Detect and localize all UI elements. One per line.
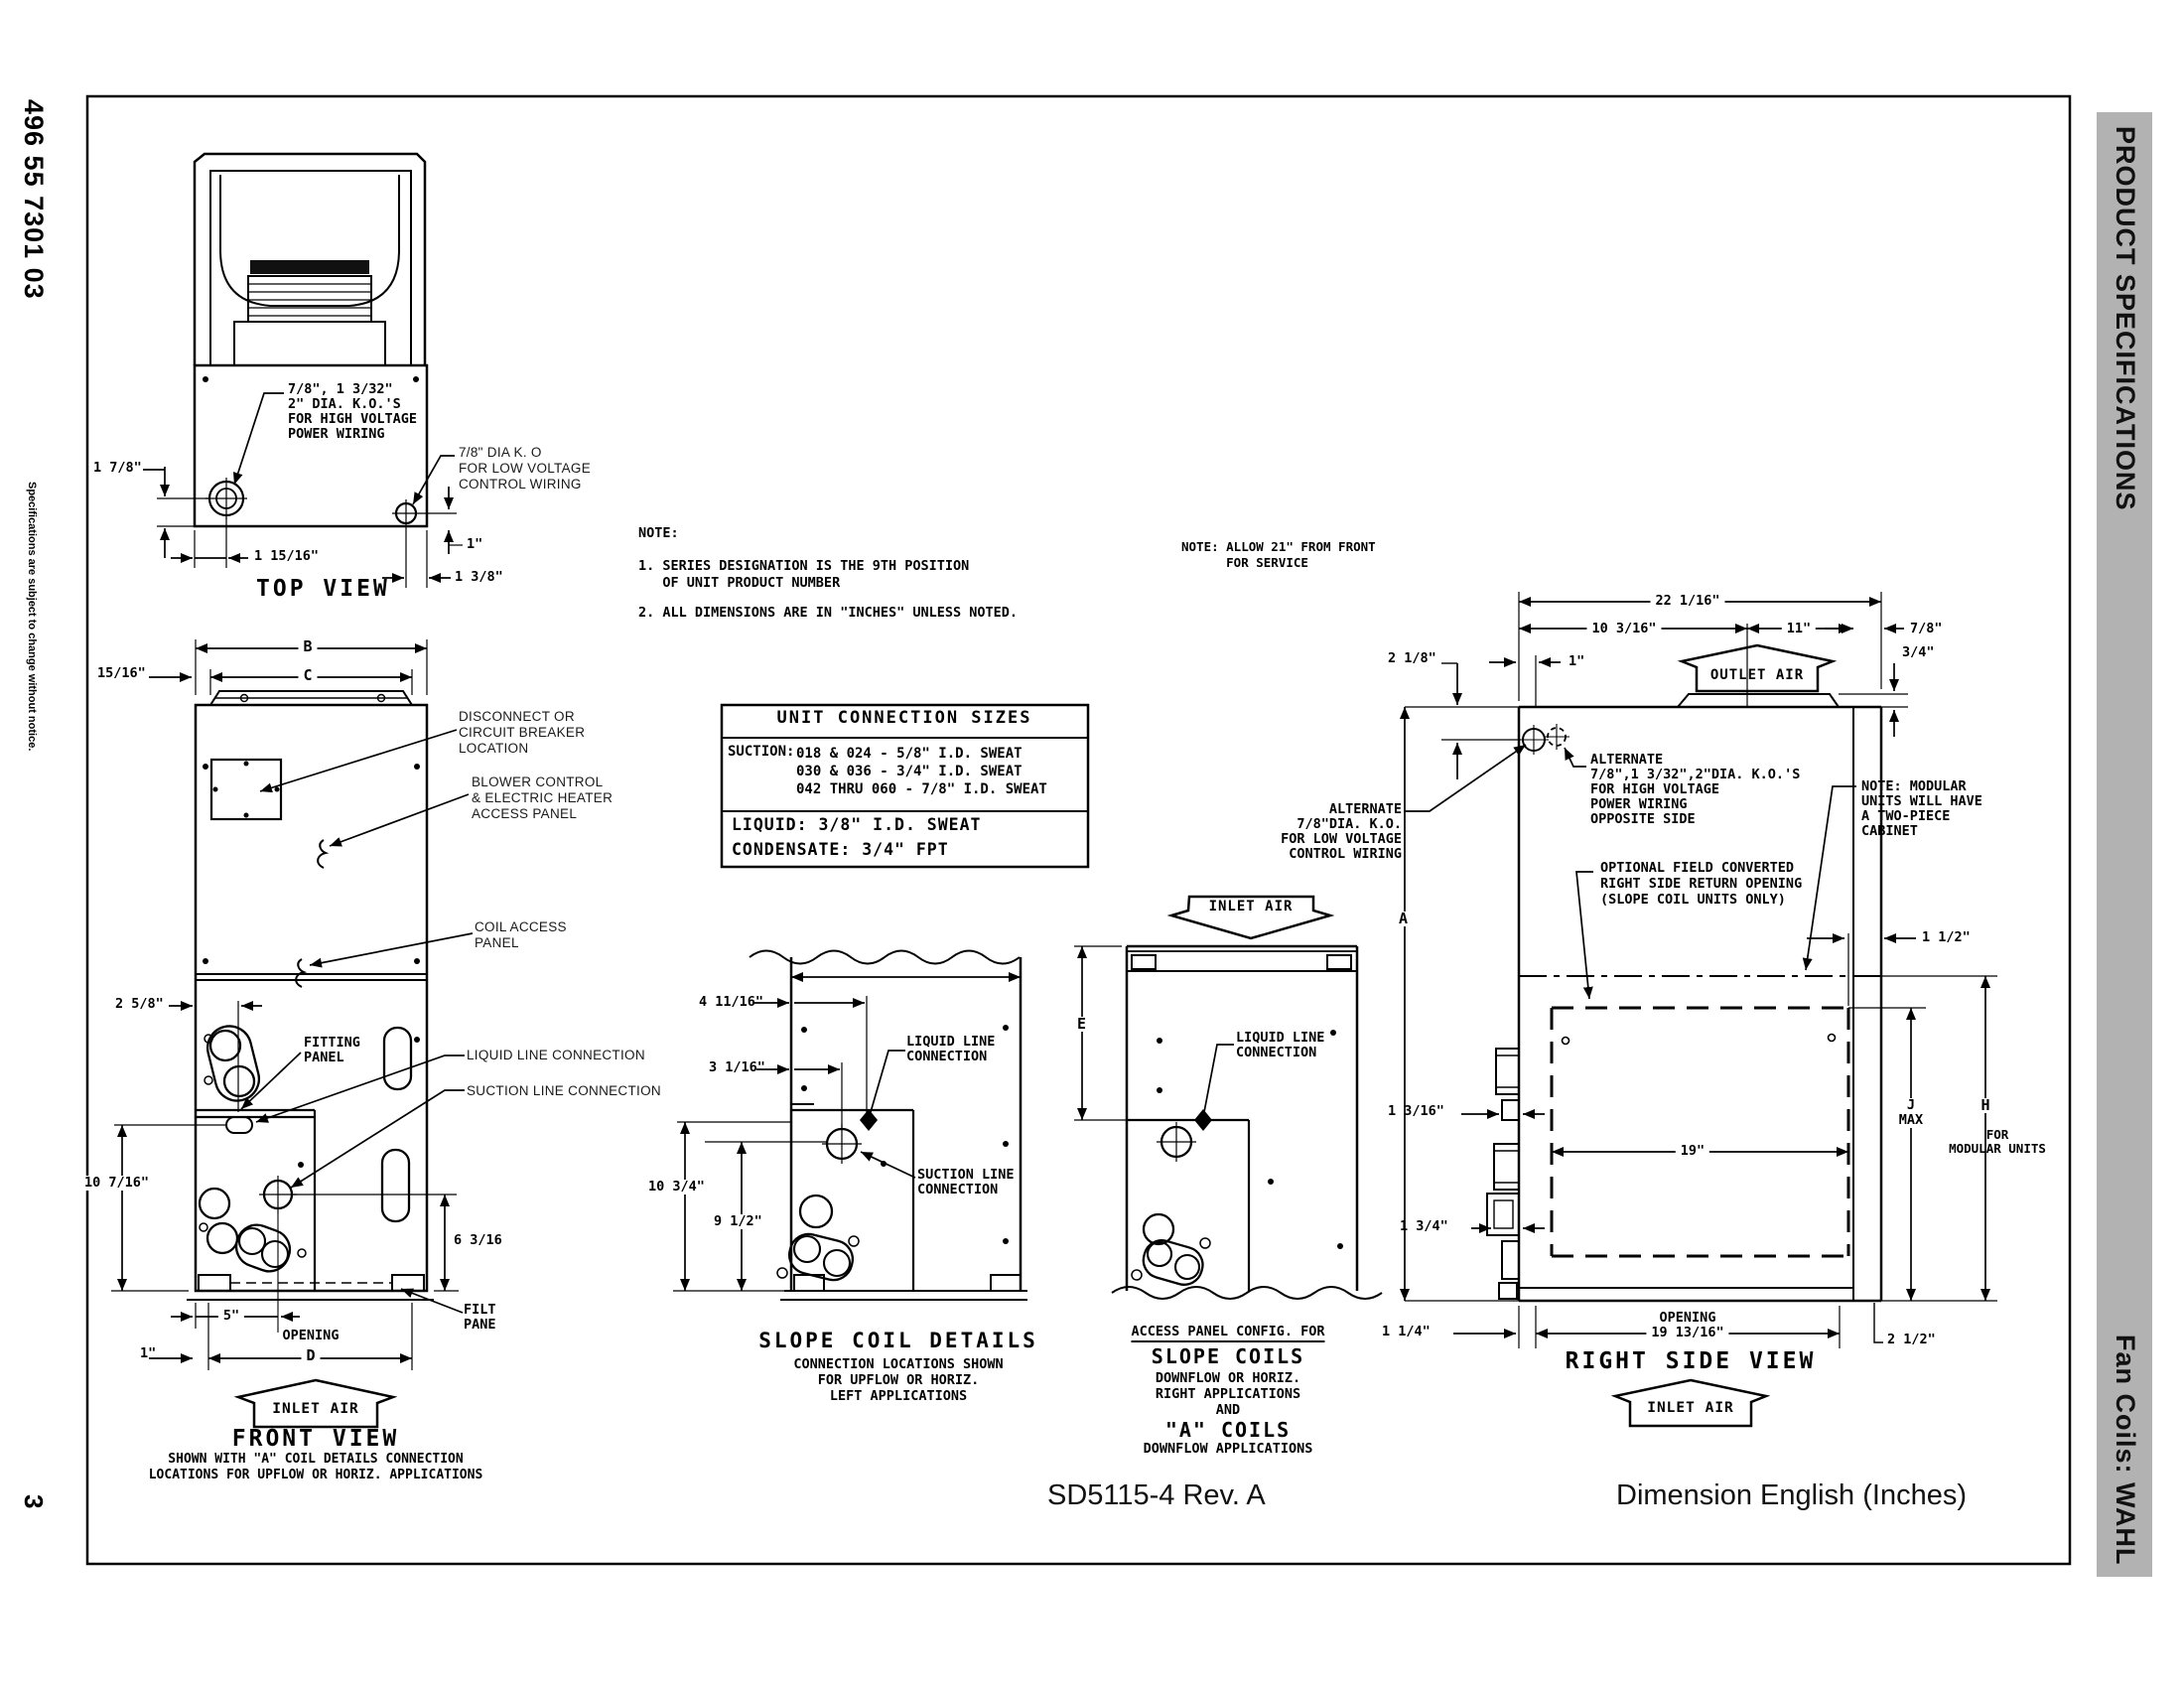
connection-table-box [720, 703, 1090, 869]
top-view-lv-knockout-label: 7/8" DIA K. O FOR LOW VOLTAGE CONTROL WI… [459, 445, 592, 492]
right-view-outlet-air: OUTLET AIR [1709, 667, 1805, 683]
right-view-return-note: OPTIONAL FIELD CONVERTED RIGHT SIDE RETU… [1600, 860, 1803, 908]
slope-view-liquid-label: LIQUID LINE CONNECTION [906, 1034, 996, 1064]
top-view-dim-1: 1" [467, 536, 483, 552]
front-view-disconnect-label: DISCONNECT OR CIRCUIT BREAKER LOCATION [459, 709, 586, 756]
top-view-linework [193, 152, 429, 528]
right-view-dim-10-3-16: 10 3/16" [1586, 622, 1662, 636]
right-sidebar: PRODUCT SPECIFICATIONS Fan Coils: WAHL [2097, 112, 2152, 1577]
right-view-dim-22-1-16: 22 1/16" [1650, 594, 1725, 609]
front-view-linework [187, 690, 434, 1429]
connection-liquid: LIQUID: 3/8" I.D. SWEAT [732, 815, 982, 834]
front-view-liquid-label: LIQUID LINE CONNECTION [467, 1048, 645, 1062]
drawing-border [85, 94, 2072, 1566]
access-view-linework [1111, 895, 1383, 1300]
slope-view-dim-4-11-16: 4 11/16" [699, 994, 764, 1010]
right-view-modular-note: NOTE: MODULAR UNITS WILL HAVE A TWO-PIEC… [1861, 778, 1982, 839]
access-view-caption-downflow-apps: DOWNFLOW APPLICATIONS [1143, 1441, 1313, 1457]
right-view-dim-1-1-4: 1 1/4" [1382, 1324, 1431, 1339]
front-view-dim-6-3-16: 6 3/16 [449, 1233, 507, 1248]
right-view-opening-dim: OPENING 19 13/16" [1646, 1311, 1729, 1340]
access-view-liquid-label: LIQUID LINE CONNECTION [1236, 1030, 1325, 1060]
right-view-inlet-air: INLET AIR [1647, 1400, 1734, 1416]
access-view-caption-and: AND [1215, 1402, 1241, 1418]
front-view-dim-5: 5" [217, 1309, 245, 1324]
slope-view-dimensions [673, 972, 1021, 1292]
right-view-title: RIGHT SIDE VIEW [1565, 1348, 1817, 1374]
margin-disclaimer: Specifications are subject to change wit… [26, 482, 38, 752]
access-view-dim-e: E [1072, 1017, 1092, 1032]
right-view-dim-1-1-2: 1 1/2" [1922, 929, 1971, 945]
right-view-dim-19: 19" [1675, 1144, 1710, 1159]
connection-condensate: CONDENSATE: 3/4" FPT [732, 840, 949, 859]
front-view-inlet-air: INLET AIR [272, 1401, 359, 1417]
right-view-dim-11: 11" [1781, 622, 1817, 636]
front-view-coil-access-label: COIL ACCESS PANEL [475, 919, 567, 950]
access-view-caption-a-coils: "A" COILS [1164, 1418, 1292, 1442]
right-view-dim-j-max: J MAX [1893, 1098, 1929, 1128]
right-view-dim-1: 1" [1569, 653, 1585, 669]
slope-view-dim-3-1-16: 3 1/16" [709, 1059, 765, 1075]
access-view-caption-heading: ACCESS PANEL CONFIG. FOR [1131, 1324, 1325, 1342]
page-number: 3 [19, 1494, 49, 1509]
access-view-caption-downflow: DOWNFLOW OR HORIZ. [1155, 1370, 1301, 1386]
right-view-dim-7-8: 7/8" [1910, 621, 1943, 636]
top-view-dim-1-15-16: 1 15/16" [254, 548, 320, 564]
footer-dimension-system: Dimension English (Inches) [1616, 1479, 1967, 1511]
front-view-title: FRONT VIEW [231, 1426, 400, 1452]
footer-doc-number: SD5115-4 Rev. A [1047, 1479, 1266, 1511]
front-view-dim-b: B [298, 639, 318, 654]
right-view-linework [1486, 643, 1883, 1428]
slope-view-linework [749, 949, 1027, 1301]
right-view-dim-a: A [1394, 912, 1414, 926]
service-note: NOTE: ALLOW 21" FROM FRONT FOR SERVICE [1181, 539, 1376, 570]
top-view-dim-1-7-8: 1 7/8" [93, 460, 142, 476]
right-view-dim-1-3-16: 1 3/16" [1388, 1103, 1444, 1119]
connection-suction-values: 018 & 024 - 5/8" I.D. SWEAT 030 & 036 - … [796, 746, 1047, 797]
note-heading: NOTE: [638, 525, 679, 541]
sidebar-product-label: Fan Coils: WAHL [2111, 1334, 2140, 1566]
front-view-blower-label: BLOWER CONTROL & ELECTRIC HEATER ACCESS … [472, 774, 614, 821]
front-view-dim-c: C [298, 668, 318, 683]
top-view-dimensions [143, 392, 463, 588]
front-view-dim-1: 1" [140, 1345, 157, 1361]
note-2: 2. ALL DIMENSIONS ARE IN "INCHES" UNLESS… [638, 605, 1019, 621]
front-view-dim-15-16: 15/16" [97, 665, 146, 681]
right-view-h-modular-note: FOR MODULAR UNITS [1949, 1127, 2046, 1156]
right-view-dim-h: H [1976, 1098, 1995, 1113]
top-view-hv-knockout-label: 7/8", 1 3/32" 2" DIA. K.O.'S FOR HIGH VO… [288, 381, 418, 442]
slope-view-dim-10-3-4: 10 3/4" [643, 1180, 710, 1195]
sidebar-section-label: PRODUCT SPECIFICATIONS [2111, 126, 2140, 511]
part-number: 496 55 7301 03 [19, 99, 49, 300]
right-view-dim-2-1-2: 2 1/2" [1887, 1332, 1936, 1347]
front-view-fitting-panel-label: FITTING PANEL [304, 1035, 360, 1065]
top-view-title: TOP VIEW [256, 576, 390, 602]
slope-view-suction-label: SUCTION LINE CONNECTION [917, 1167, 1015, 1197]
front-view-subtitle: SHOWN WITH "A" COIL DETAILS CONNECTION L… [148, 1452, 483, 1482]
access-view-dimensions [1074, 706, 1519, 1302]
slope-view-title: SLOPE COIL DETAILS [758, 1329, 1038, 1352]
front-view-dim-10-7-16: 10 7/16" [79, 1176, 155, 1191]
connection-suction-label: SUCTION: [728, 744, 795, 760]
access-view-caption-slope-coils: SLOPE COILS [1151, 1344, 1305, 1368]
front-view-dimensions [111, 639, 474, 1370]
top-view-dim-1-3-8: 1 3/8" [455, 569, 503, 585]
slope-view-subtitle: CONNECTION LOCATIONS SHOWN FOR UPFLOW OR… [793, 1356, 1004, 1404]
front-view-dim-2-5-8: 2 5/8" [115, 996, 164, 1012]
slope-view-dim-9-1-2: 9 1/2" [709, 1214, 767, 1229]
front-view-opening-label: OPENING [282, 1328, 340, 1343]
note-1: 1. SERIES DESIGNATION IS THE 9TH POSITIO… [638, 558, 970, 591]
connection-table-title: UNIT CONNECTION SIZES [776, 708, 1032, 728]
front-view-suction-label: SUCTION LINE CONNECTION [467, 1083, 661, 1098]
access-view-inlet-air: INLET AIR [1208, 899, 1294, 914]
right-view-dim-2-1-8: 2 1/8" [1388, 650, 1436, 666]
right-view-alt-lv-label: ALTERNATE 7/8"DIA. K.O. FOR LOW VOLTAGE … [1281, 801, 1402, 862]
access-view-caption-right-apps: RIGHT APPLICATIONS [1155, 1386, 1301, 1402]
right-view-dim-3-4: 3/4" [1902, 644, 1935, 660]
front-view-filter-label: FILT PANE [464, 1302, 496, 1333]
right-view-dim-1-3-4: 1 3/4" [1400, 1218, 1448, 1234]
right-view-alt-hv-label: ALTERNATE 7/8",1 3/32",2"DIA. K.O.'S FOR… [1590, 752, 1801, 827]
front-view-dim-d: D [301, 1348, 321, 1363]
